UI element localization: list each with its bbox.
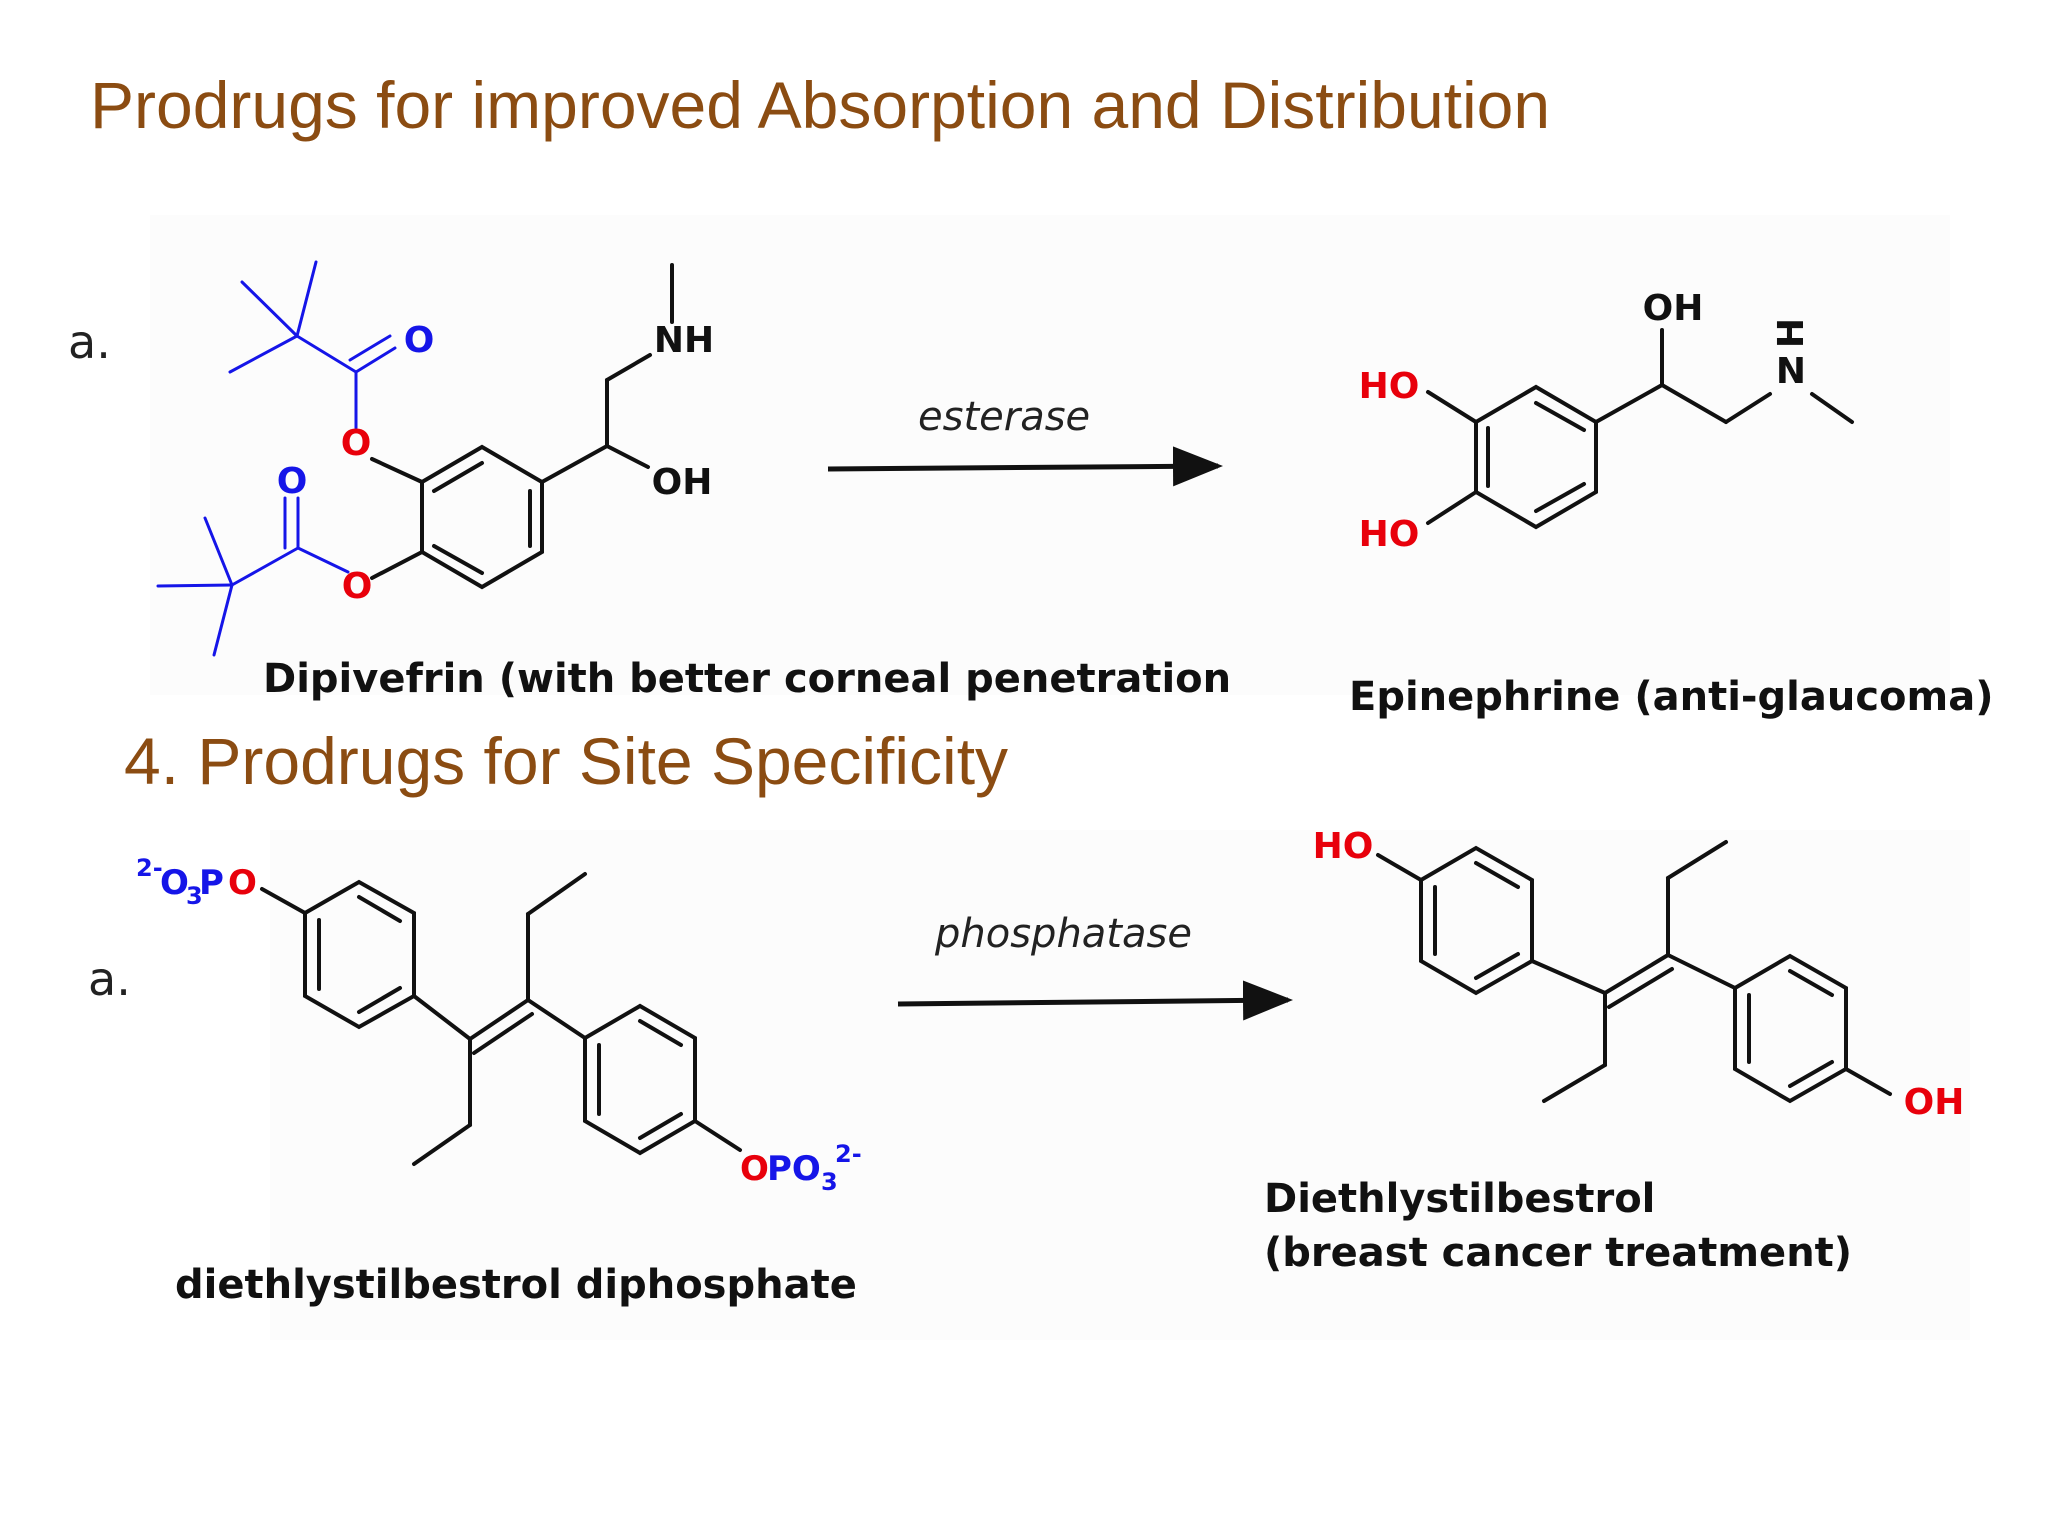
epinephrine-structure xyxy=(1426,328,1854,530)
ester-oxygen-2: O xyxy=(342,566,373,607)
dipivefrin-caption: Dipivefrin (with better corneal penetrat… xyxy=(263,656,1232,702)
epinephrine-caption: Epinephrine (anti-glaucoma) xyxy=(1349,674,1994,720)
epinephrine-amine-h: H xyxy=(1771,318,1812,348)
svg-text:2-: 2- xyxy=(835,1140,862,1168)
carbonyl-oxygen-2: O xyxy=(277,461,308,502)
svg-text:3: 3 xyxy=(186,882,203,910)
reaction2-arrow xyxy=(897,980,1293,1021)
section-title: 4. Prodrugs for Site Specificity xyxy=(124,724,1009,798)
epinephrine-ho-2: HO xyxy=(1359,514,1420,555)
svg-text:P: P xyxy=(199,863,224,903)
svg-text:PO: PO xyxy=(767,1149,821,1189)
des-ho: HO xyxy=(1313,826,1374,867)
epinephrine-oh: OH xyxy=(1643,288,1704,329)
des-oh: OH xyxy=(1904,1082,1965,1123)
carbonyl-oxygen-1: O xyxy=(404,320,435,361)
des-caption-line2: (breast cancer treatment) xyxy=(1264,1230,1853,1276)
ester-oxygen-1: O xyxy=(341,423,372,464)
svg-text:O: O xyxy=(160,863,189,903)
des-diphosphate-caption: diethlystilbestrol diphosphate xyxy=(175,1262,857,1308)
svg-text:3: 3 xyxy=(821,1168,838,1196)
page-title: Prodrugs for improved Absorption and Dis… xyxy=(90,68,1551,142)
reaction1-panel xyxy=(150,215,1950,695)
item-label-2: a. xyxy=(88,952,131,1006)
item-label-1: a. xyxy=(68,315,111,369)
svg-text:O: O xyxy=(228,863,257,903)
hydroxyl-oh: OH xyxy=(652,462,713,503)
esterase-label: esterase xyxy=(918,394,1091,440)
dipivefrin-structure xyxy=(370,263,674,590)
epinephrine-ho-1: HO xyxy=(1359,366,1420,407)
phosphatase-label: phosphatase xyxy=(935,911,1192,957)
phosphate-group-left: 2- O 3 P O xyxy=(136,854,257,910)
reaction1-arrow xyxy=(827,446,1223,487)
amine-nh: NH xyxy=(654,320,714,361)
epinephrine-amine-n: N xyxy=(1776,351,1806,392)
des-diphosphate-structure xyxy=(260,872,742,1166)
svg-text:2-: 2- xyxy=(136,854,163,882)
des-structure xyxy=(1376,840,1892,1104)
svg-text:O: O xyxy=(740,1149,769,1189)
pivaloyl-groups xyxy=(156,260,397,657)
phosphate-group-right: O PO 3 2- xyxy=(740,1140,862,1196)
reaction2-panel xyxy=(270,830,1970,1340)
des-caption-line1: Diethlystilbestrol xyxy=(1264,1176,1656,1222)
